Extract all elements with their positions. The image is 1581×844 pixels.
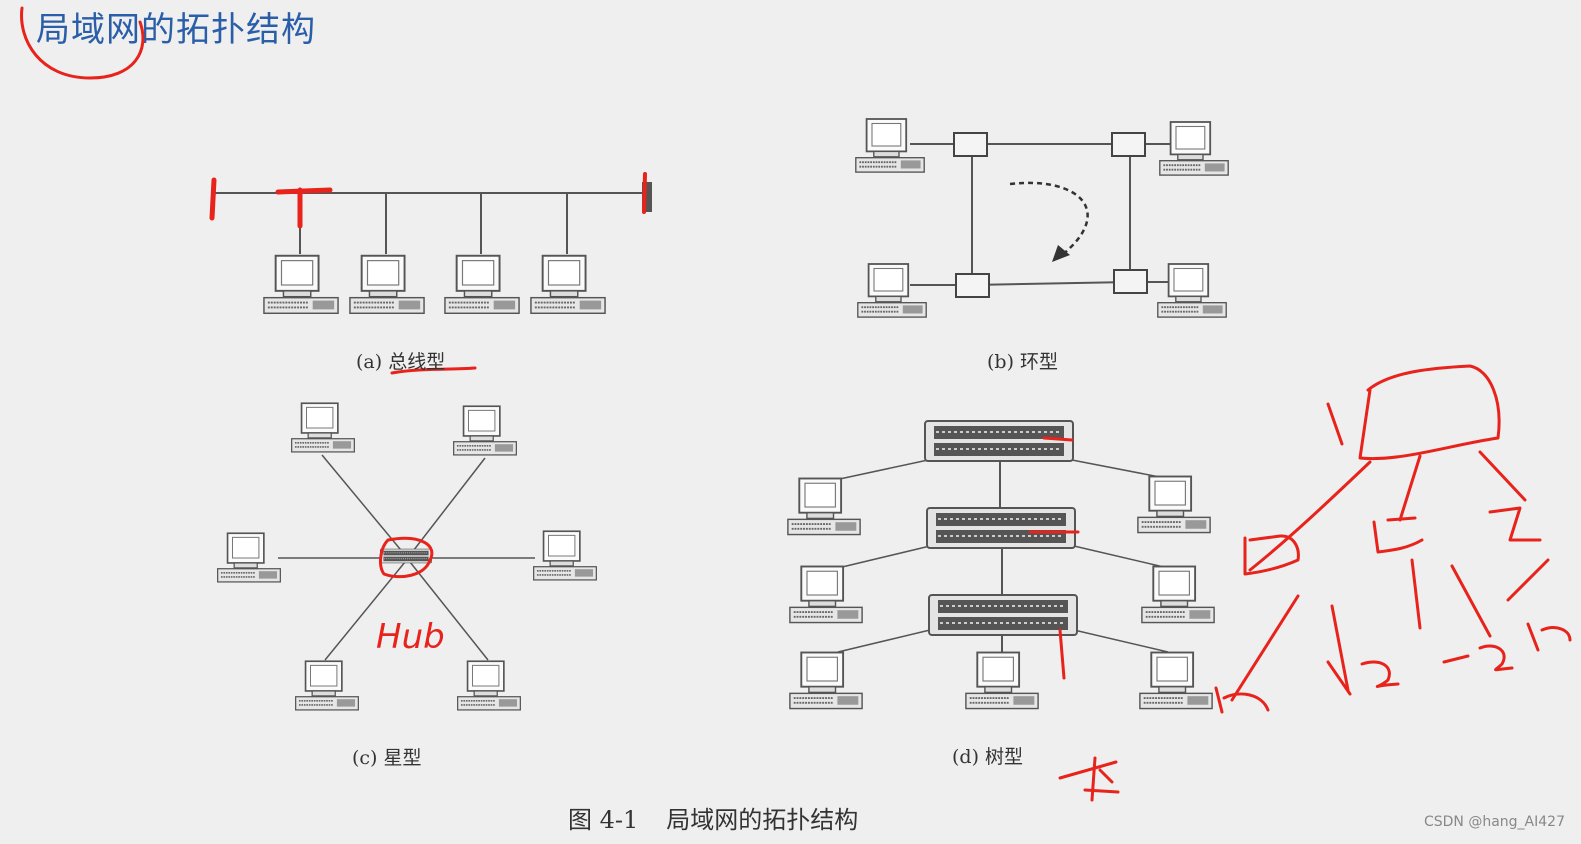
handwritten-annotations (20, 6, 1572, 802)
ring-topology (854, 118, 1230, 319)
computer-icon (786, 477, 862, 536)
figure-title: 局域网的拓扑结构 (666, 806, 859, 834)
computer-icon (1156, 263, 1228, 319)
hub-icon (380, 548, 432, 564)
switch-icon (924, 420, 1074, 462)
computer-icon (452, 405, 518, 456)
title-circle-mark (20, 6, 145, 80)
computer-icon (290, 402, 356, 453)
computer-icon (216, 532, 282, 583)
switch-icon (926, 507, 1076, 549)
computer-icon (854, 118, 926, 174)
computer-icon (348, 254, 426, 315)
computer-icon (1136, 475, 1212, 534)
computer-icon (532, 530, 598, 581)
hub-annotation: Hub (376, 617, 445, 657)
page-title: 局域网的拓扑结构 (36, 10, 316, 50)
switch-icon (928, 594, 1078, 636)
figure-number: 图 4-1 (568, 806, 639, 834)
computer-icon (294, 660, 360, 711)
bus-topology (214, 182, 652, 315)
computer-icon (964, 651, 1040, 710)
bus-underline-mark (390, 366, 477, 375)
figure-caption: 图 4-1 局域网的拓扑结构 (568, 800, 858, 835)
computer-icon (788, 565, 864, 624)
computer-icon (1138, 651, 1214, 710)
computer-icon (262, 254, 340, 315)
computer-icon (1158, 121, 1230, 177)
caption-tree: (d) 树型 (952, 746, 1024, 768)
caption-star: (c) 星型 (352, 747, 422, 769)
tree-topology (786, 420, 1216, 710)
computer-icon (529, 254, 607, 315)
computer-icon (443, 254, 521, 315)
computer-icon (1140, 565, 1216, 624)
computer-icon (856, 263, 928, 319)
computer-icon (456, 660, 522, 711)
star-topology (216, 402, 598, 711)
caption-ring: (b) 环型 (987, 351, 1059, 373)
computer-icon (788, 651, 864, 710)
watermark: CSDN @hang_AI427 (1423, 814, 1565, 830)
caption-bus: (a) 总线型 (356, 351, 446, 373)
